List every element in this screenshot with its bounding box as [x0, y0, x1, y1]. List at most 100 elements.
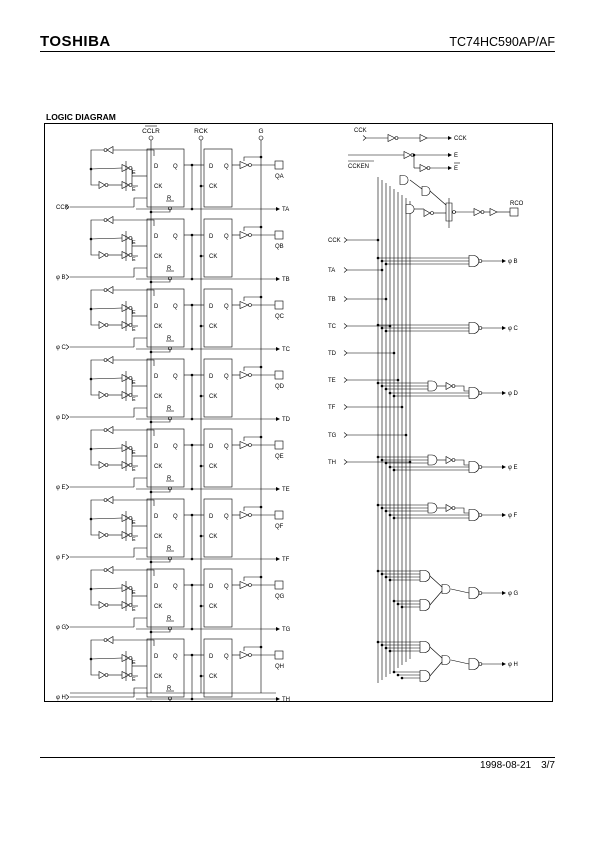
junction-dot	[190, 417, 194, 421]
inversion-bubble	[248, 653, 252, 657]
stage-carry-label: TE	[282, 487, 290, 493]
input-chevron	[65, 624, 70, 630]
inversion-bubble	[104, 323, 109, 327]
diagram-frame	[44, 123, 553, 702]
feedback-wire	[90, 359, 155, 379]
wire	[90, 167, 123, 170]
carry-output-label: φ C	[508, 326, 519, 332]
inversion-bubble	[451, 458, 456, 462]
ff-q-label: Q	[224, 304, 229, 310]
stage-output-label: QC	[275, 314, 285, 320]
ff-d-label: D	[154, 374, 159, 380]
arrow-head	[448, 153, 452, 157]
ff-q-label: Q	[173, 164, 178, 170]
junction-dot	[89, 517, 93, 521]
ff-d-label: D	[209, 654, 214, 660]
junction-dot	[380, 572, 384, 576]
header-rule	[40, 51, 555, 52]
input-chevron	[343, 350, 348, 356]
inversion-bubble	[103, 358, 108, 362]
ff-q-label: Q	[173, 514, 178, 520]
rco-pin	[509, 207, 519, 217]
buffer-gate	[445, 381, 453, 391]
wire	[429, 575, 443, 588]
buffer-gate	[239, 581, 249, 589]
enable-label: E	[132, 607, 136, 613]
enable-label: E	[132, 397, 136, 403]
ff-q-label: Q	[224, 164, 229, 170]
enable-label: E	[132, 660, 136, 666]
junction-dot	[384, 387, 388, 391]
ff-r-label: R	[167, 336, 172, 342]
buffer-gate	[445, 455, 453, 465]
stage-clock-input: CCK	[56, 205, 69, 211]
feedback-wire	[90, 379, 99, 396]
buffer-gate	[98, 320, 106, 330]
input-chevron	[362, 135, 367, 141]
carry-output-block: φ B	[376, 255, 518, 267]
ff-r-label: R	[167, 546, 172, 552]
carry-input-label: TC	[328, 324, 337, 330]
register-flip-flop	[203, 498, 233, 558]
junction-dot	[380, 506, 384, 510]
output-pin	[274, 580, 284, 590]
enable-wire	[243, 506, 261, 511]
carry-output-block: φ C	[376, 322, 519, 334]
stage-carry-label: TC	[282, 347, 291, 353]
ff-q-label: Q	[173, 444, 178, 450]
feedback-wire	[90, 449, 99, 466]
output-pin	[274, 300, 284, 310]
junction-dot	[376, 569, 380, 573]
input-terminal	[258, 135, 264, 141]
output-pin	[274, 440, 284, 450]
enable-wire	[243, 226, 261, 231]
section-title: LOGIC DIAGRAM	[46, 112, 116, 122]
enable-wire	[243, 576, 261, 581]
ff-d-label: D	[154, 584, 159, 590]
junction-dot	[388, 649, 392, 653]
carry-arrow	[276, 697, 280, 701]
carry-output-block: φ E	[376, 454, 518, 473]
junction-dot	[376, 640, 380, 644]
inversion-bubble	[248, 373, 252, 377]
junction-dot	[392, 599, 396, 603]
stage-carry-label: TB	[282, 277, 290, 283]
enable-label: E	[132, 240, 136, 246]
output-arrow	[502, 465, 506, 469]
d-flip-flop	[146, 288, 185, 348]
and-gate	[468, 509, 480, 521]
inversion-bubble	[478, 513, 483, 517]
ff-q-label: Q	[173, 584, 178, 590]
junction-dot	[89, 307, 93, 311]
buffer-gate	[239, 301, 249, 309]
input-chevron	[65, 554, 70, 560]
d-flip-flop	[146, 148, 185, 208]
enable-wire	[243, 646, 261, 651]
enable-wire	[243, 366, 261, 371]
clock-wire	[133, 197, 147, 207]
wire	[455, 385, 469, 392]
ff-ck-label: CK	[209, 254, 217, 260]
inversion-bubble	[426, 166, 431, 170]
ff-ck-label: CK	[209, 394, 217, 400]
junction-dot	[149, 630, 153, 634]
ff-r-label: R	[167, 266, 172, 272]
input-chevron	[343, 267, 348, 273]
clock-wire	[133, 267, 147, 277]
ff-d-label: D	[209, 164, 214, 170]
inversion-bubble	[103, 428, 108, 432]
reset-wire	[151, 280, 171, 283]
feedback-wire	[90, 589, 99, 606]
buffer-gate	[121, 391, 130, 399]
ff-r-label: R	[167, 616, 172, 622]
enable-label: E	[132, 257, 136, 263]
ff-ck-label: CK	[209, 324, 217, 330]
carry-output-block: φ G	[376, 569, 519, 611]
inversion-bubble	[104, 253, 109, 257]
feedback-wire	[90, 149, 155, 169]
stage-clock-input: φ E	[56, 485, 66, 491]
